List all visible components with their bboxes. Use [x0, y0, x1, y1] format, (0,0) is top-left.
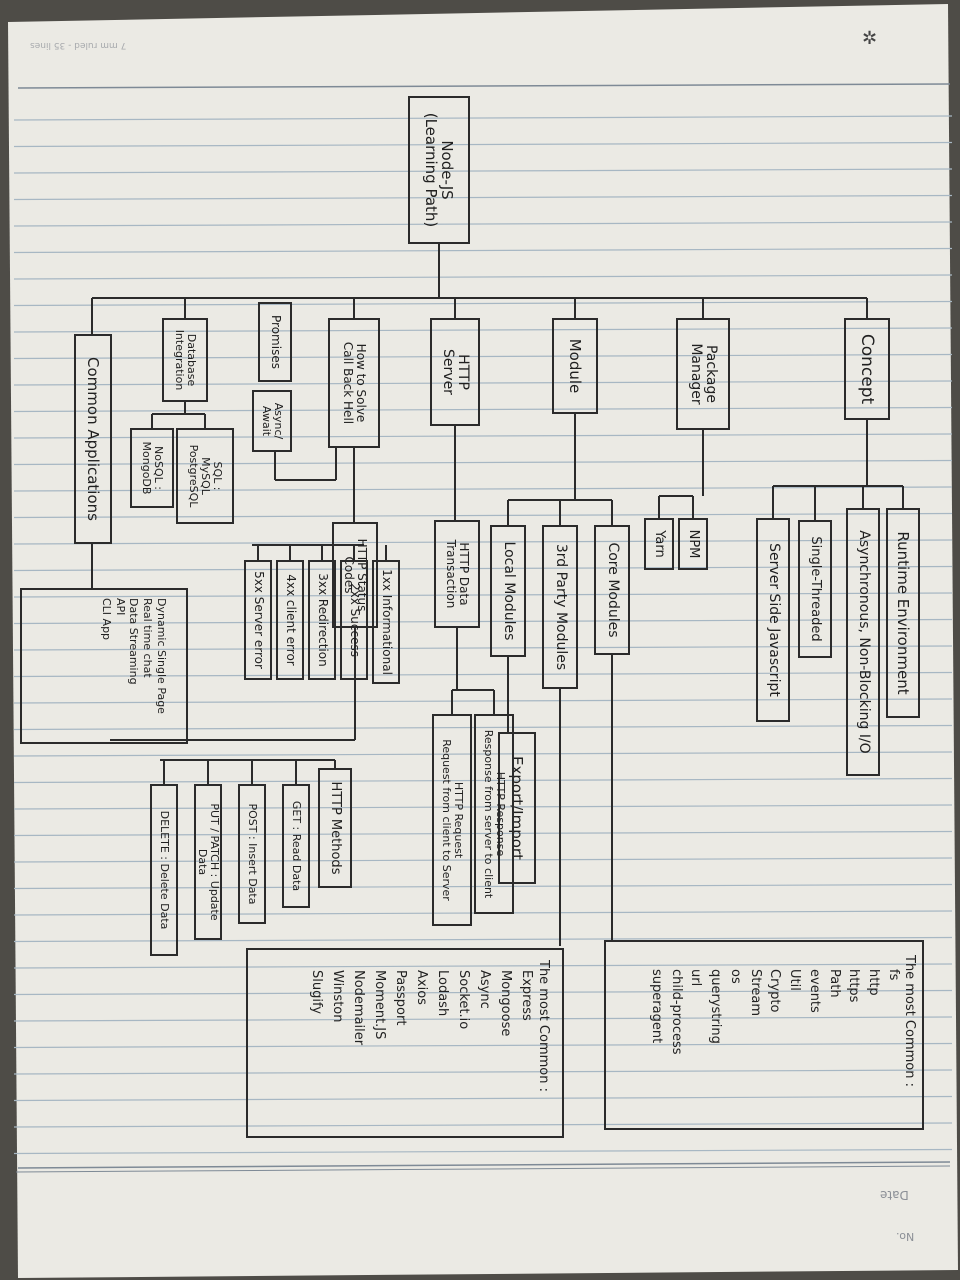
concept-server-side-js: Server Side Javascript [756, 518, 790, 722]
http-method-3: DELETE : Delete Data [150, 784, 178, 956]
third-party-list: The most Common : Express Mongoose Async So… [305, 960, 551, 1092]
core-module-item-5: Util [787, 969, 803, 991]
http-request-node: HTTP Request Request from client to Serv… [432, 714, 472, 926]
status-code-2: 3xx Redirection [308, 560, 336, 680]
common-app-item-4: CLI App [100, 598, 113, 641]
third-party-item-9: Winston [329, 970, 345, 1023]
status-code-4: 5xx Server error [244, 560, 272, 680]
http-methods-node: HTTP Methods [318, 768, 352, 888]
third-party-item-1: Mongoose [497, 970, 513, 1037]
common-app-item-3: API [113, 598, 127, 616]
third-party-item-6: Passport [392, 970, 408, 1026]
core-module-item-6: Crypto [767, 969, 783, 1013]
promises-node: Promises [258, 302, 292, 382]
branch-package-manager: Package Manager [676, 318, 730, 430]
branch-concept: Concept [844, 318, 890, 420]
common-app-item-1: Real time chat [141, 598, 155, 678]
branch-callback: How to Solve Call Back Hell [328, 318, 380, 448]
concept-non-blocking-io: Asynchronous, Non-Blocking I/O [846, 508, 880, 776]
third-party-modules-node: 3rd Party Modules [542, 525, 578, 689]
sql-node: SQL : MySQL PostgreSQL [176, 428, 234, 524]
third-party-item-3: Socket.io [455, 970, 471, 1030]
core-module-item-9: querystring [708, 969, 724, 1044]
root-node: Node-JS (Learning Path) [408, 96, 470, 244]
third-party-item-10: Slugify [308, 970, 324, 1015]
core-module-item-8: os [728, 969, 743, 984]
third-party-items: Express Mongoose Async Socket.io Lodash Axios… [305, 970, 537, 1092]
nosql-node: NoSQL : MongoDB [130, 428, 174, 508]
third-party-item-0: Express [519, 970, 534, 1021]
branch-common-applications: Common Applications [74, 334, 112, 544]
core-module-item-2: https [846, 969, 862, 1003]
http-method-2: PUT / PATCH : Update Data [194, 784, 222, 940]
core-list-heading: The most Common : [902, 955, 917, 1087]
third-party-item-7: Moment.JS [371, 970, 387, 1040]
core-module-item-3: Path [826, 969, 842, 998]
third-party-item-4: Lodash [434, 970, 450, 1017]
http-response-node: HTTP Response Response from server to cl… [474, 714, 514, 914]
concept-runtime-environment: Runtime Environment [886, 508, 920, 718]
core-module-item-7: Stream [747, 969, 763, 1017]
core-module-item-11: child-process [668, 969, 684, 1055]
core-module-item-12: superagent [649, 969, 664, 1044]
local-modules-node: Local Modules [490, 525, 526, 657]
http-method-0: GET : Read Data [282, 784, 310, 908]
status-code-3: 4xx client error [276, 560, 304, 680]
yarn-node: Yarn [644, 518, 674, 570]
third-party-list-heading: The most Common : [536, 960, 551, 1092]
status-code-1: 2xx Success [340, 560, 368, 680]
core-module-item-4: events [807, 969, 822, 1013]
third-party-item-8: Nodemailer [350, 970, 366, 1046]
core-module-item-10: url [688, 969, 704, 987]
common-app-item-0: Dynamic Single Page [155, 598, 168, 714]
third-party-item-5: Axios [413, 970, 429, 1005]
common-app-item-2: Data Streaming [127, 598, 141, 685]
third-party-item-2: Async [476, 970, 492, 1009]
branch-http-server: HTTP Server [430, 318, 480, 426]
async-await-node: Async/ Await [252, 390, 292, 452]
branch-database: Database Integration [162, 318, 208, 402]
star-doodle-icon: ✲ [862, 28, 878, 49]
core-module-item-1: http [866, 969, 882, 996]
npm-node: NPM [678, 518, 708, 570]
core-module-item-0: fs [886, 969, 901, 981]
status-code-0: 1xx Informational [372, 560, 400, 684]
concept-single-threaded: Single-Threaded [798, 520, 832, 658]
http-method-1: POST : Insert Data [238, 784, 266, 924]
core-modules-node: Core Modules [594, 525, 630, 655]
branch-module: Module [552, 318, 598, 414]
http-data-transaction-node: HTTP Data Transaction [434, 520, 480, 628]
